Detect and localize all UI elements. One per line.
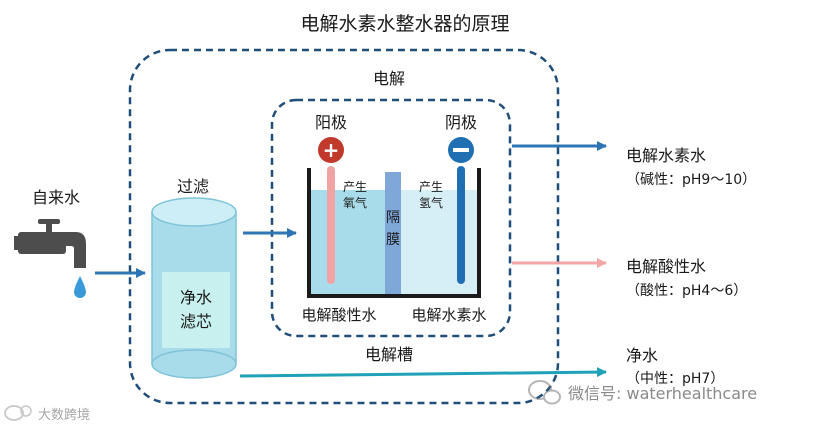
anode-gas-label-1: 产生	[343, 180, 367, 194]
acidic-water	[311, 190, 389, 296]
filter-top	[151, 197, 237, 227]
acidic-side-label: 电解酸性水	[301, 306, 376, 324]
tap-water-label: 自来水	[32, 188, 80, 207]
arrow-purified-output	[239, 367, 607, 378]
anode-plus-icon	[318, 137, 344, 163]
filter-core-label-2: 滤芯	[180, 312, 212, 331]
weibo-icon	[4, 405, 32, 421]
membrane-label-top: 隔	[386, 210, 400, 226]
anode-rod	[327, 166, 335, 284]
faucet-icon	[14, 219, 86, 268]
cathode-gas-label-2: 氢气	[419, 195, 443, 210]
membrane-label-bottom: 膜	[386, 232, 400, 248]
filter-core-label-1: 净水	[180, 288, 212, 307]
watermark-left: 大数跨境	[38, 408, 90, 423]
anode-gas-label-2: 氧气	[343, 195, 367, 210]
filter-title: 过滤	[177, 177, 209, 196]
electrolysis-boundary	[270, 98, 512, 338]
electrolysis-label: 电解	[373, 69, 405, 88]
output-1-detail: （碱性：pH9～10）	[626, 172, 756, 188]
anode-label: 阳极	[315, 113, 347, 132]
cell-label: 电解槽	[365, 345, 413, 364]
output-2-name: 电解酸性水	[626, 257, 706, 276]
outer-system-boundary	[128, 48, 560, 405]
water-drop-icon	[74, 276, 86, 298]
electrolysis-tank	[307, 168, 481, 298]
alkaline-side-label: 电解水素水	[411, 306, 486, 324]
cathode-label: 阴极	[445, 113, 477, 132]
filter-core	[162, 272, 230, 348]
diagram-title: 电解水素水整水器的原理	[300, 13, 509, 35]
wechat-icon	[528, 380, 561, 405]
plus-symbol: +	[323, 138, 340, 162]
cathode-rod	[457, 166, 465, 284]
watermark-wechat-id: 微信号: waterhealthcare	[568, 384, 757, 403]
minus-symbol	[453, 148, 469, 152]
cathode-gas-label-1: 产生	[419, 180, 443, 194]
filter-bottom	[151, 349, 237, 379]
output-1-name: 电解水素水	[626, 146, 706, 165]
output-3-detail: （中性：pH7）	[626, 371, 724, 387]
output-3-name: 净水	[626, 346, 658, 365]
membrane	[385, 172, 401, 296]
output-2-detail: （酸性：pH4～6）	[626, 283, 747, 299]
